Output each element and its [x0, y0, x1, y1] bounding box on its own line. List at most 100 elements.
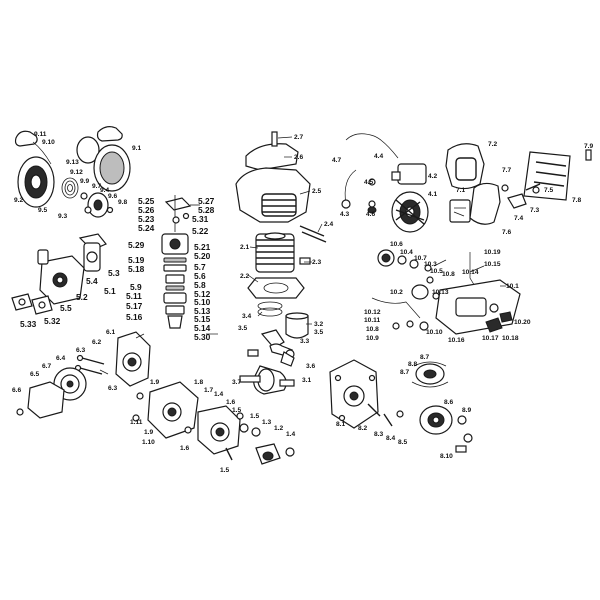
piston — [285, 315, 309, 339]
callout-10-8b: 10.8 — [366, 326, 379, 333]
callout-5-5: 5.5 — [60, 303, 72, 313]
callout-10-5: 10.5 — [430, 268, 443, 275]
callout-9-10: 9.10 — [42, 139, 55, 146]
callout-3-2: 3.2 — [314, 321, 323, 328]
callout-2-4: 2.4 — [324, 221, 333, 228]
callout-2-3: 2.3 — [312, 259, 321, 266]
callout-3-6: 3.6 — [306, 363, 315, 370]
air-filter-base — [469, 182, 501, 225]
callout-10-12: 10.12 — [364, 309, 381, 316]
callout-9-12: 9.12 — [70, 169, 83, 176]
callout-10-7: 10.7 — [414, 255, 427, 262]
callout-2-1: 2.1 — [240, 244, 249, 251]
callout-10-9: 10.9 — [366, 335, 379, 342]
starter-handle — [14, 130, 38, 147]
fuel-tank-group — [371, 249, 521, 335]
callout-8-8: 8.8 — [408, 361, 417, 368]
callout-5-8: 5.8 — [194, 280, 206, 290]
callout-5-1: 5.1 — [104, 286, 116, 296]
callout-6-5: 6.5 — [30, 371, 39, 378]
callout-10-19: 10.19 — [484, 249, 501, 256]
callout-3-4: 3.4 — [242, 313, 251, 320]
callout-7-5: 7.5 — [544, 187, 553, 194]
callout-5-15: 5.15 — [194, 314, 211, 324]
cover-screw — [271, 131, 278, 147]
callout-4-5: 4.5 — [364, 179, 373, 186]
callout-9-6: 9.6 — [108, 193, 117, 200]
ignition-wire — [345, 133, 399, 159]
callout-1-6: 1.6 — [226, 399, 235, 406]
callout-6-6: 6.6 — [12, 387, 21, 394]
callout-6-2: 6.2 — [92, 339, 101, 346]
callout-10-15: 10.15 — [484, 261, 501, 268]
callout-5-29: 5.29 — [128, 240, 145, 250]
callout-5-16: 5.16 — [126, 312, 143, 322]
callout-5-25: 5.25 — [138, 196, 155, 206]
callout-3-5: 3.5 — [238, 325, 247, 332]
callout-6-3: 6.3 — [76, 347, 85, 354]
callout-7-2: 7.2 — [488, 141, 497, 148]
callout-8-2: 8.2 — [358, 425, 367, 432]
cylinder-shroud — [235, 167, 311, 223]
cylinder-group — [235, 131, 327, 299]
callout-1-7: 1.7 — [204, 387, 213, 394]
callout-6-7: 6.7 — [42, 363, 51, 370]
callout-5-22: 5.22 — [192, 226, 209, 236]
callout-7-9: 7.9 — [584, 143, 593, 150]
callout-10-14: 10.14 — [462, 269, 479, 276]
callout-6-3b: 6.3 — [108, 385, 117, 392]
callout-1-5b: 1.5 — [250, 413, 259, 420]
callout-4-1: 4.1 — [428, 191, 437, 198]
clutch-group — [329, 359, 473, 453]
callout-2-6: 2.6 — [294, 154, 303, 161]
callout-5-4: 5.4 — [86, 276, 98, 286]
callout-6-4: 6.4 — [56, 355, 65, 362]
callout-7-7: 7.7 — [502, 167, 511, 174]
callout-2-2: 2.2 — [240, 273, 249, 280]
callout-10-10: 10.10 — [426, 329, 443, 336]
callout-3-1: 3.1 — [302, 377, 311, 384]
callout-10-18: 10.18 — [502, 335, 519, 342]
muffler-gasket — [507, 193, 527, 209]
callout-9-13: 9.13 — [66, 159, 79, 166]
callout-9-4: 9.4 — [100, 187, 109, 194]
callout-4-4: 4.4 — [374, 153, 383, 160]
callout-6-1: 6.1 — [106, 329, 115, 336]
clutch-cover-group — [16, 331, 151, 419]
callout-9-8: 9.8 — [118, 199, 127, 206]
callout-1-11: 1.11 — [130, 419, 143, 426]
callout-5-19: 5.19 — [128, 255, 145, 265]
ignition-coil — [397, 163, 427, 185]
callout-10-20: 10.20 — [514, 319, 531, 326]
cylinder-base-gasket — [247, 277, 305, 299]
callout-5-24: 5.24 — [138, 223, 155, 233]
ignition-group — [341, 133, 429, 233]
callout-8-3: 8.3 — [374, 431, 383, 438]
callout-4-7: 4.7 — [332, 157, 341, 164]
air-filter-element — [449, 199, 471, 223]
callout-5-6: 5.6 — [194, 271, 206, 281]
part-callouts: 9.11 9.10 9.1 9.13 9.12 9.9 9.7 9.4 9.6 … — [12, 131, 593, 474]
callout-9-3: 9.3 — [58, 213, 67, 220]
callout-1-5c: 1.5 — [220, 467, 229, 474]
callout-8-4: 8.4 — [386, 435, 395, 442]
callout-10-2: 10.2 — [390, 289, 403, 296]
recoil-starter-group — [14, 126, 131, 218]
callout-5-26: 5.26 — [138, 205, 155, 215]
callout-8-6: 8.6 — [444, 399, 453, 406]
recoil-spring — [61, 177, 79, 199]
callout-1-10: 1.10 — [142, 439, 155, 446]
callout-7-1: 7.1 — [456, 187, 465, 194]
fuel-line — [371, 297, 421, 319]
air-filter-cover — [445, 143, 485, 190]
carb-cover-plate — [164, 197, 192, 211]
callout-10-1: 10.1 — [506, 283, 519, 290]
piston-pin — [260, 329, 285, 349]
cylinder — [255, 232, 295, 273]
callout-3-7: 3.7 — [232, 379, 241, 386]
callout-9-5: 9.5 — [38, 207, 47, 214]
callout-1-8: 1.8 — [194, 379, 203, 386]
callout-4-3: 4.3 — [340, 211, 349, 218]
callout-4-2: 4.2 — [428, 173, 437, 180]
callout-5-27: 5.27 — [198, 196, 215, 206]
